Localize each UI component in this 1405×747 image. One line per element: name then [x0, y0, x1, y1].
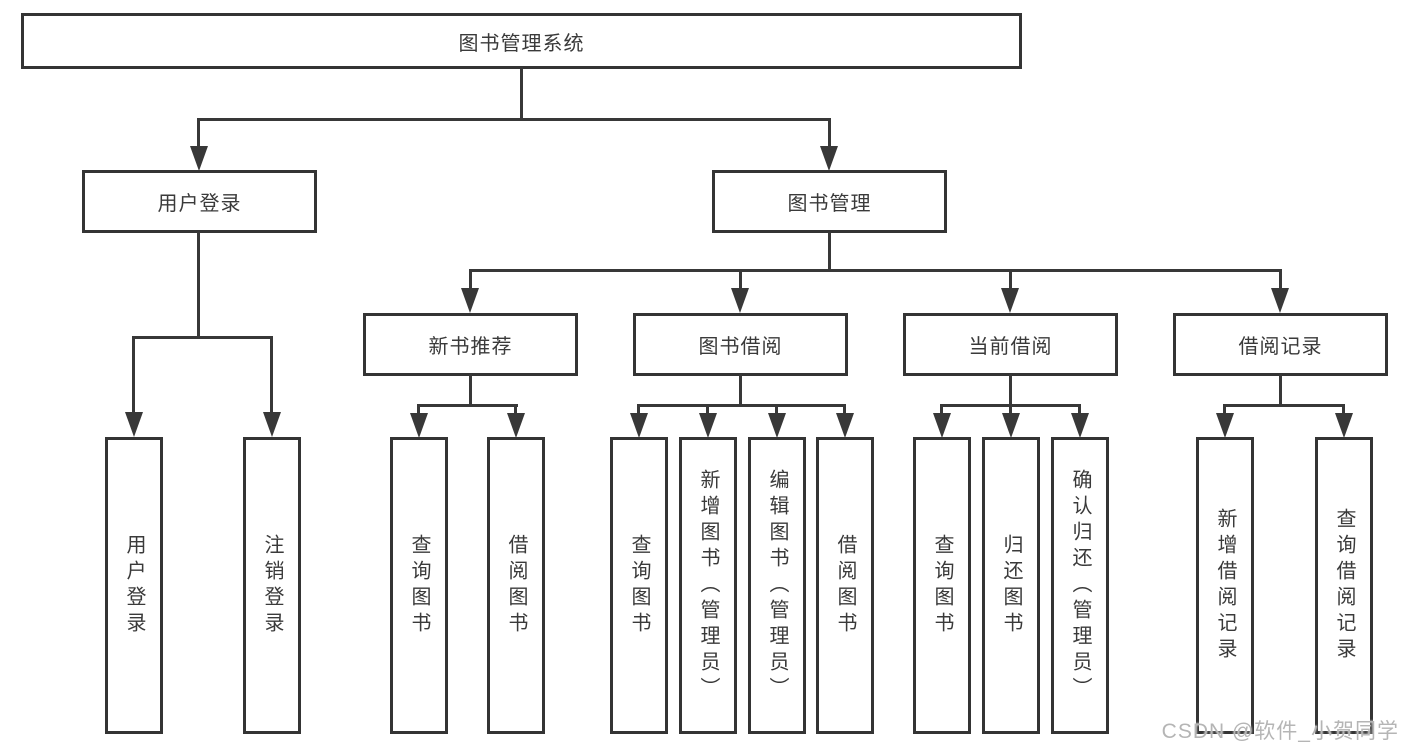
arrow-down-icon: [699, 413, 717, 438]
connector-line: [1223, 404, 1345, 407]
connector-line: [514, 404, 517, 416]
leaf-query-books-borrowing: 查询图书: [610, 437, 668, 734]
arrow-down-icon: [820, 146, 838, 171]
connector-line: [739, 374, 742, 407]
node-current-borrowing: 当前借阅: [903, 313, 1118, 376]
leaf-borrow-books-recommend: 借阅图书: [487, 437, 545, 734]
connector-line: [520, 67, 523, 120]
arrow-down-icon: [1216, 413, 1234, 438]
node-borrowing-records: 借阅记录: [1173, 313, 1388, 376]
arrow-down-icon: [461, 288, 479, 313]
leaf-confirm-return-admin: 确认归还（管理员）: [1051, 437, 1109, 734]
connector-line: [197, 118, 830, 121]
connector-line: [1279, 374, 1282, 407]
arrow-down-icon: [410, 413, 428, 438]
connector-line: [828, 232, 831, 272]
arrow-down-icon: [1071, 413, 1089, 438]
arrow-down-icon: [1002, 413, 1020, 438]
connector-line: [828, 118, 831, 148]
leaf-edit-books-admin: 编辑图书（管理员）: [748, 437, 806, 734]
csdn-watermark: CSDN @软件_小贺同学: [1161, 720, 1399, 743]
leaf-query-borrow-record: 查询借阅记录: [1315, 437, 1373, 734]
connector-line: [417, 404, 518, 407]
connector-line: [843, 404, 846, 416]
arrow-down-icon: [933, 413, 951, 438]
connector-line: [132, 336, 135, 414]
connector-line: [1078, 404, 1081, 416]
connector-line: [469, 269, 472, 291]
node-book-borrowing: 图书借阅: [633, 313, 848, 376]
connector-line: [197, 118, 200, 148]
leaf-return-books: 归还图书: [982, 437, 1040, 734]
leaf-user-login: 用户登录: [105, 437, 163, 734]
arrow-down-icon: [836, 413, 854, 438]
connector-line: [1342, 404, 1345, 416]
connector-line: [775, 404, 778, 416]
connector-line: [1223, 404, 1226, 416]
leaf-borrow-books: 借阅图书: [816, 437, 874, 734]
node-user-login: 用户登录: [82, 170, 317, 233]
connector-line: [132, 336, 273, 339]
connector-line: [417, 404, 420, 416]
arrow-down-icon: [1335, 413, 1353, 438]
arrow-down-icon: [263, 412, 281, 437]
arrow-down-icon: [731, 288, 749, 313]
connector-line: [270, 336, 273, 414]
connector-line: [1009, 374, 1012, 407]
node-book-management: 图书管理: [712, 170, 947, 233]
arrow-down-icon: [125, 412, 143, 437]
connector-line: [1009, 269, 1012, 291]
connector-line: [469, 269, 1282, 272]
connector-line: [1279, 269, 1282, 291]
connector-line: [940, 404, 943, 416]
node-new-book-recommend: 新书推荐: [363, 313, 578, 376]
leaf-logout: 注销登录: [243, 437, 301, 734]
arrow-down-icon: [1001, 288, 1019, 313]
node-root-library-system: 图书管理系统: [21, 13, 1022, 69]
connector-line: [637, 404, 846, 407]
connector-line: [739, 269, 742, 291]
leaf-query-books-current: 查询图书: [913, 437, 971, 734]
leaf-add-borrow-record: 新增借阅记录: [1196, 437, 1254, 734]
leaf-add-books-admin: 新增图书（管理员）: [679, 437, 737, 734]
arrow-down-icon: [190, 146, 208, 171]
connector-line: [1009, 404, 1012, 416]
leaf-query-books-recommend: 查询图书: [390, 437, 448, 734]
arrow-down-icon: [1271, 288, 1289, 313]
connector-line: [706, 404, 709, 416]
connector-line: [637, 404, 640, 416]
arrow-down-icon: [768, 413, 786, 438]
connector-line: [197, 232, 200, 339]
connector-line: [469, 374, 472, 407]
arrow-down-icon: [507, 413, 525, 438]
arrow-down-icon: [630, 413, 648, 438]
